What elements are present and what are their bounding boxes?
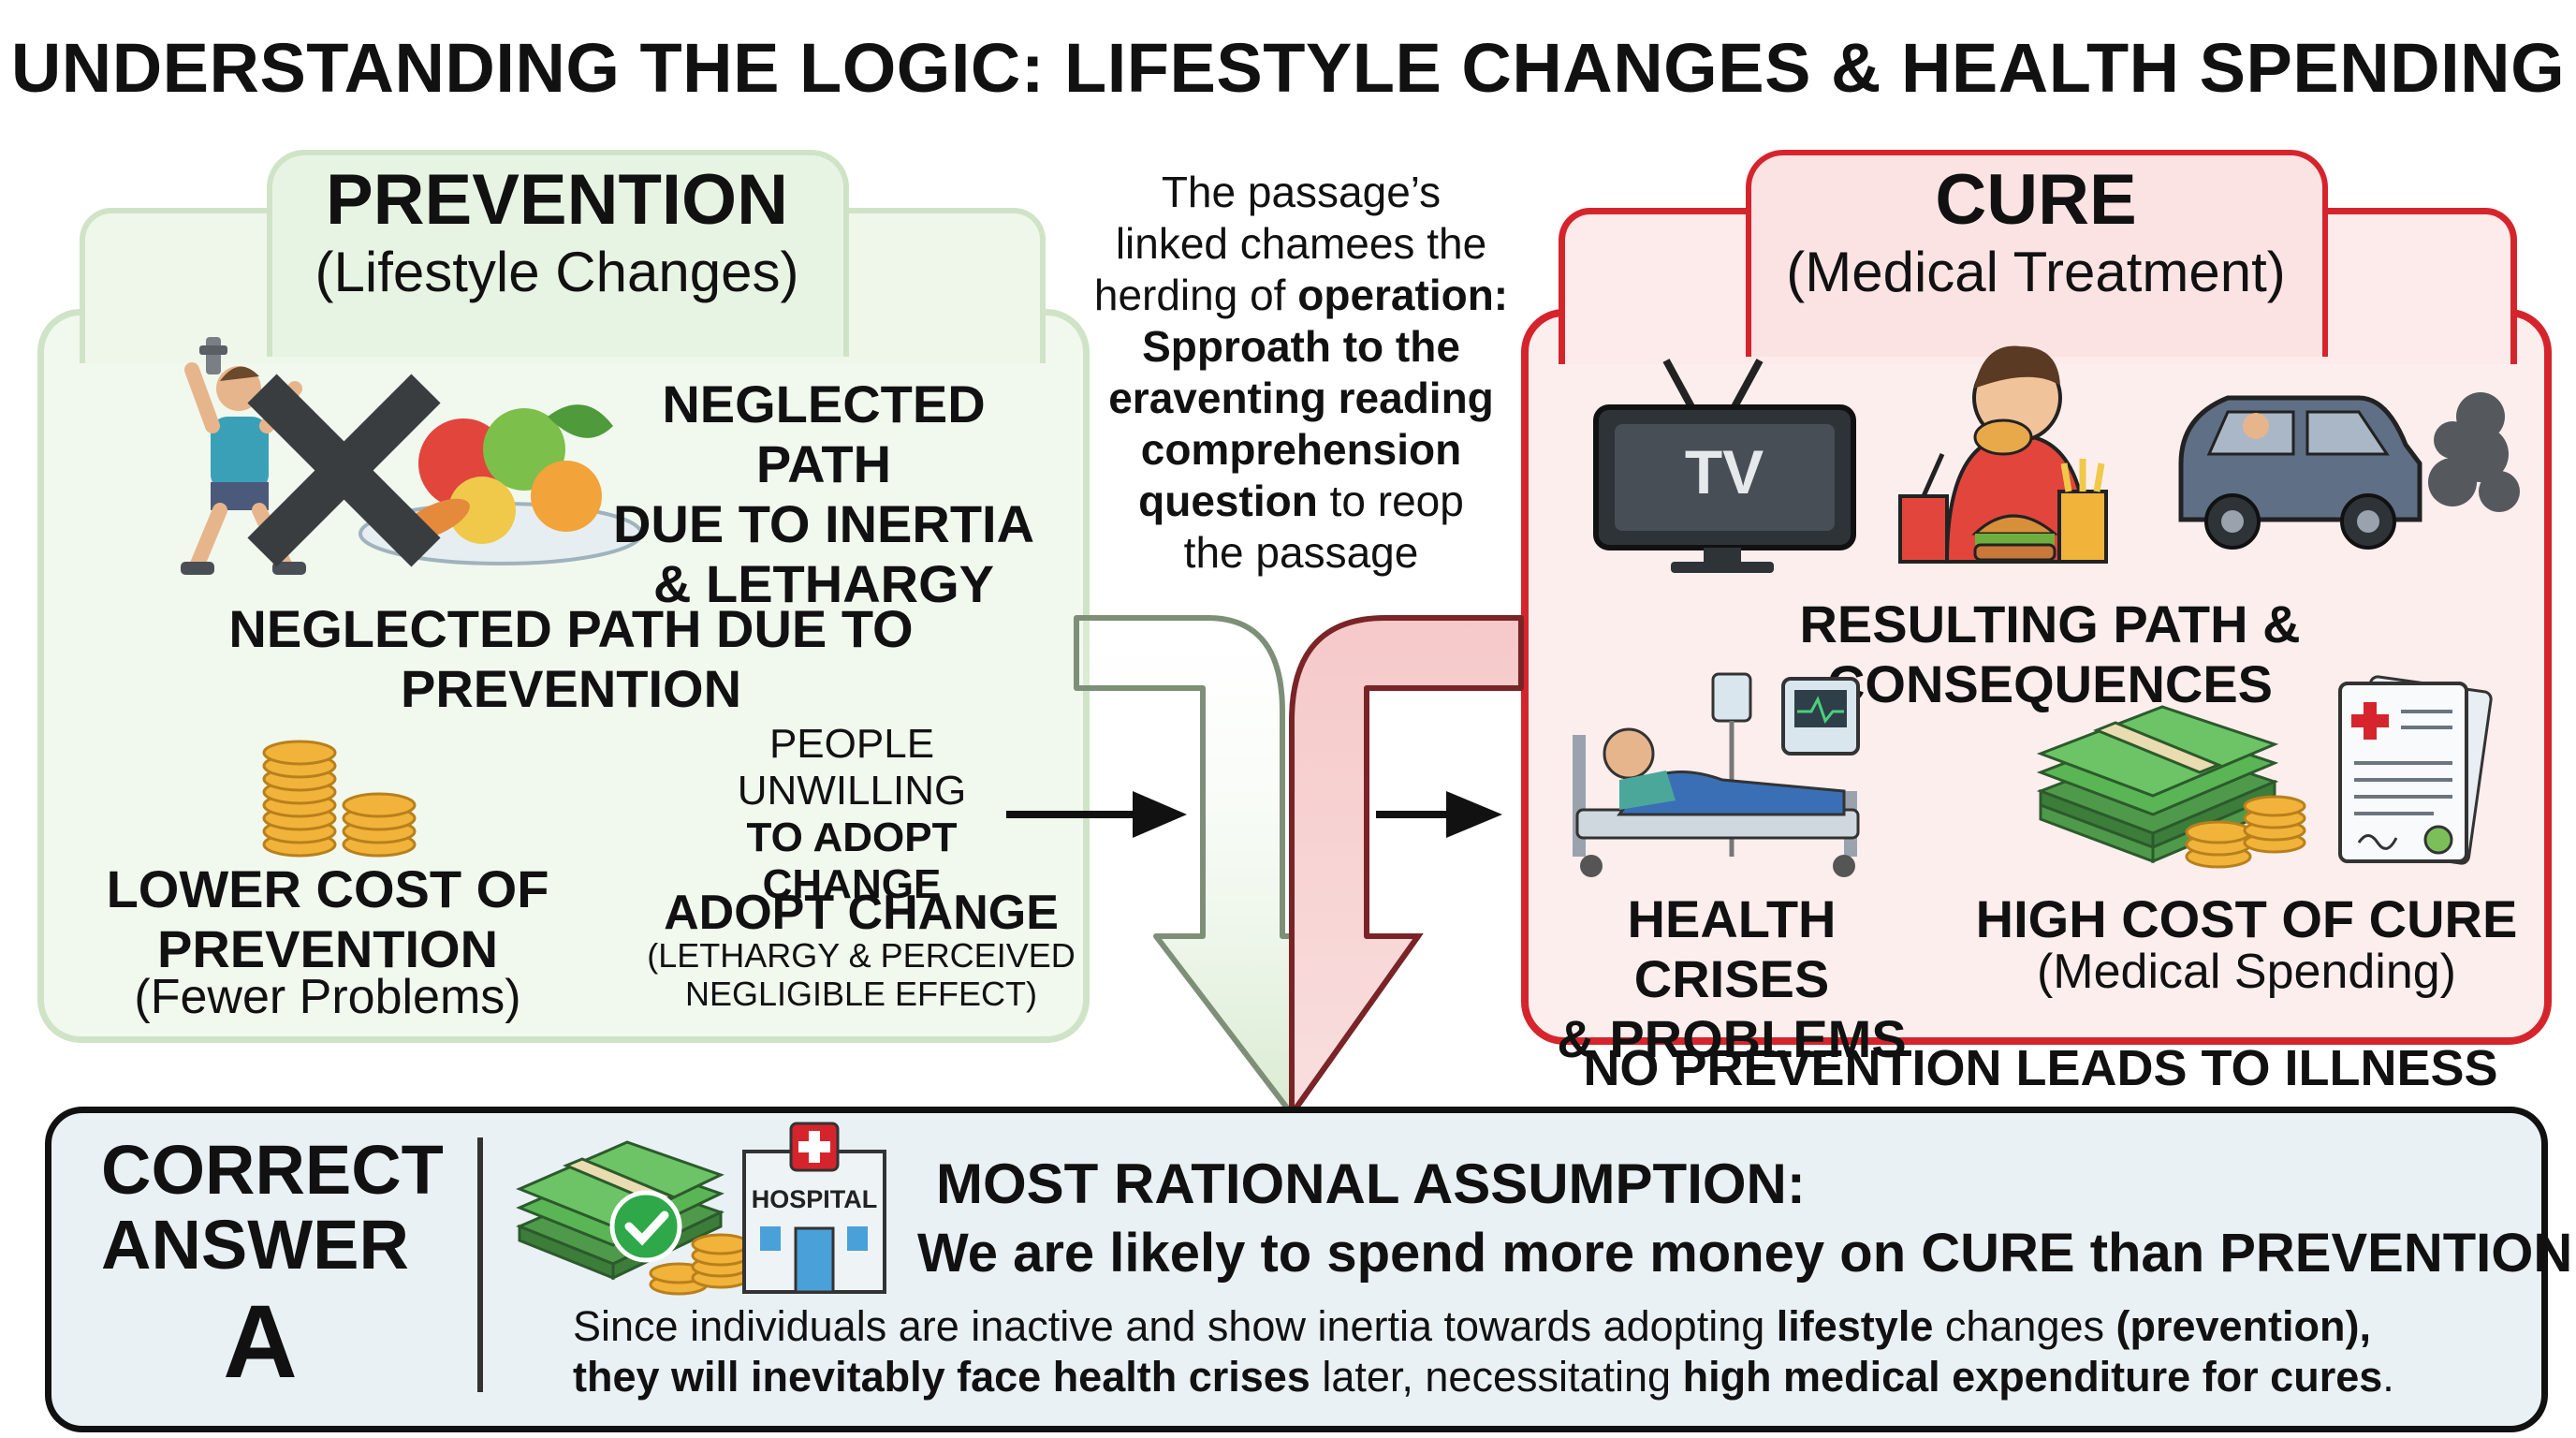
label-line: PREVENTION (156, 919, 499, 978)
label-line: NEGLECTED PATH (662, 374, 986, 493)
unwilling-arrow (1006, 791, 1187, 838)
exercise-diet-crossed-icon (181, 337, 643, 575)
prevention-heading-block: PREVENTION (Lifestyle Changes) (267, 161, 847, 305)
label-line: TO ADOPT (746, 814, 958, 860)
explanation-text: changes (1933, 1302, 2116, 1350)
answer-divider (477, 1137, 483, 1392)
cure-subheading: (Medical Treatment) (1786, 241, 2286, 303)
answer-label: CORRECT ANSWER (101, 1133, 447, 1283)
coin-stack-icon (262, 740, 417, 858)
label-line: (LETHARGY & PERCEIVED (647, 936, 1076, 975)
page-title: UNDERSTANDING THE LOGIC: LIFESTYLE CHANG… (10, 29, 2566, 107)
passage-note-line: eraventing reading (1108, 374, 1494, 422)
label-line: NEGLIGIBLE EFFECT) (684, 975, 1038, 1013)
tv-icon: TV (1593, 359, 1856, 573)
answer-label-line: CORRECT (101, 1131, 444, 1209)
adopt-change-sub: (LETHARGY & PERCEIVED NEGLIGIBLE EFFECT) (646, 936, 1076, 1013)
lower-cost-label: LOWER COST OF PREVENTION (75, 859, 580, 979)
assumption-title: MOST RATIONAL ASSUMPTION: (936, 1152, 1806, 1215)
explanation-text: . (2382, 1353, 2394, 1401)
cure-tab (1746, 150, 2328, 357)
label-line: HEALTH CRISES (1627, 889, 1837, 1008)
answer-letter: A (223, 1284, 298, 1400)
explanation-bold: they will inevitably face health crises (573, 1353, 1310, 1401)
assumption-explanation: Since individuals are inactive and show … (573, 1301, 2520, 1402)
lower-cost-sub: (Fewer Problems) (134, 970, 521, 1024)
label-line: PEOPLE UNWILLING (737, 721, 967, 814)
explanation-bold: lifestyle (1776, 1302, 1934, 1350)
passage-note-line: Spproath to the (1142, 322, 1460, 371)
cure-heading-block: CURE (Medical Treatment) (1746, 161, 2326, 305)
answer-panel (45, 1107, 2548, 1432)
money-stack-icon (2036, 705, 2306, 869)
explanation-text: later, necessitating (1310, 1353, 1683, 1401)
medical-bill-icon (2338, 675, 2493, 865)
label-line: & LETHARGY (653, 554, 994, 613)
car-exhaust-icon (2178, 392, 2520, 550)
explanation-text: Since individuals are inactive and show … (573, 1302, 1777, 1350)
cure-flow-arrow (1289, 615, 1524, 1117)
neglected-inertia-label: NEGLECTED PATH DUE TO INERTIA & LETHARGY (599, 374, 1048, 614)
assumption-statement: We are likely to spend more money on CUR… (917, 1223, 2573, 1284)
passage-note-line: The passage’s (1161, 168, 1442, 216)
label-line: DUE TO INERTIA (612, 494, 1035, 553)
passage-note-line: linked chamees the (1115, 219, 1487, 268)
no-prevention-label: NO PREVENTION LEADS TO ILLNESS (1583, 1040, 2498, 1096)
passage-note-line: herding of operation: (1076, 270, 1526, 321)
unwilling-label: PEOPLE UNWILLING TO ADOPT CHANGE (655, 721, 1048, 908)
prevention-tab (267, 150, 849, 357)
health-crises-label: HEALTH CRISES & PROBLEMS (1526, 889, 1938, 1069)
passage-note-bold: question (1138, 477, 1318, 525)
passage-note-bold: operation: (1297, 271, 1509, 319)
tv-label: TV (1685, 437, 1764, 506)
neglected-prevention-label: NEGLECTED PATH DUE TO PREVENTION (228, 599, 914, 718)
label-line: CHANGE (762, 861, 942, 907)
passage-note: The passage’s linked chamees the herding… (1076, 167, 1526, 579)
hospital-bed-icon (1573, 672, 1860, 877)
passage-note-line: the passage (1183, 528, 1419, 577)
junk-food-icon (1898, 345, 2108, 564)
passage-note-line: comprehension (1140, 425, 1462, 474)
passage-note-text: to reop (1317, 477, 1464, 525)
prevention-heading: PREVENTION (325, 160, 789, 240)
explanation-bold: (prevention), (2115, 1302, 2372, 1350)
money-hospital-icon: HOSPITAL (516, 1122, 886, 1296)
passage-note-text: herding of (1093, 271, 1298, 319)
cure-heading: CURE (1935, 160, 2137, 240)
hospital-sign: HOSPITAL (752, 1185, 878, 1213)
resulting-path-label: RESULTING PATH & CONSEQUENCES (1799, 594, 2301, 713)
explanation-bold: high medical expenditure for cures (1682, 1353, 2383, 1401)
label-line: LOWER COST OF (106, 859, 549, 918)
label-line: & PROBLEMS (1557, 1009, 1907, 1068)
high-cost-sub: (Medical Spending) (2036, 945, 2457, 999)
high-cost-label: HIGH COST OF CURE (1975, 889, 2518, 948)
prevention-subheading: (Lifestyle Changes) (315, 241, 799, 303)
answer-label-line: ANSWER (101, 1206, 409, 1284)
consequence-arrow (1376, 791, 1502, 838)
adopt-change-label: ADOPT CHANGE (664, 886, 1059, 940)
passage-note-line: question to reop (1076, 476, 1526, 527)
